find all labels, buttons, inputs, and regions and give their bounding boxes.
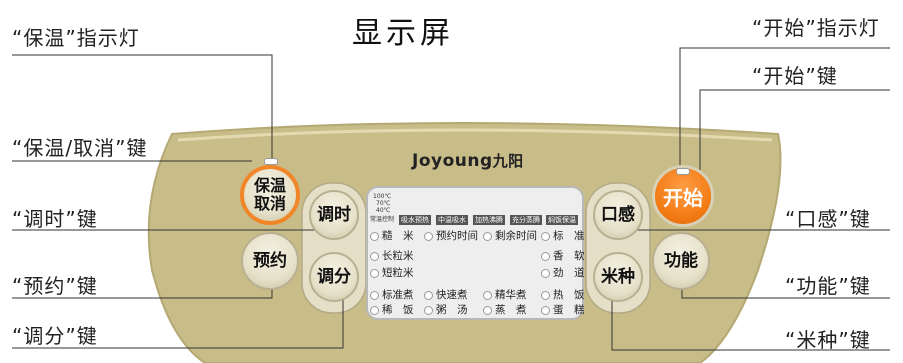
keep-warm-label: 保温 xyxy=(253,176,286,196)
callout-keep-warm-indicator: “保温”指示灯 xyxy=(12,26,140,50)
page-title: 显示屏 xyxy=(352,16,454,51)
callout-start-key: “开始”键 xyxy=(752,64,838,88)
brand-latin: Joyoung xyxy=(412,151,493,171)
indicator-dot-icon xyxy=(541,305,550,315)
stage-tag: 充分蒸腾 xyxy=(510,215,542,225)
display-item: 快速煮 xyxy=(424,287,468,302)
display-item: 标准煮 xyxy=(370,287,414,302)
display-item: 劲 道 xyxy=(541,265,585,280)
stage-tag: 吸水预热 xyxy=(399,215,431,225)
display-item: 稀 饭 xyxy=(370,302,414,317)
preset-button[interactable]: 预约 xyxy=(241,232,299,290)
callout-function-key: “功能”键 xyxy=(785,274,871,298)
stage-tag: 焖饭保温 xyxy=(546,215,578,225)
indicator-dot-icon xyxy=(424,305,433,315)
display-item: 标 准 xyxy=(541,228,585,243)
control-panel-highlight xyxy=(177,128,773,142)
indicator-dot-icon xyxy=(370,268,379,278)
indicator-dot-icon xyxy=(541,290,550,300)
callout-keep-warm-cancel-key: “保温/取消”键 xyxy=(12,136,148,160)
indicator-dot-icon xyxy=(370,231,379,241)
display-item: 粥 汤 xyxy=(424,302,468,317)
display-item: 预约时间 xyxy=(424,228,478,243)
display-item: 蛋 糕 xyxy=(541,302,585,317)
display-item: 蒸 煮 xyxy=(483,302,527,317)
temp-40: 40℃ xyxy=(376,207,391,214)
indicator-dot-icon xyxy=(483,231,492,241)
display-item: 热 饭 xyxy=(541,287,585,302)
indicator-dot-icon xyxy=(541,251,550,261)
brand-chinese: 九阳 xyxy=(492,152,524,170)
indicator-dot-icon xyxy=(370,251,379,261)
temp-100: 100℃ xyxy=(373,193,392,200)
display-item: 长粒米 xyxy=(370,248,414,263)
callout-minute-key: “调分”键 xyxy=(12,324,98,348)
start-indicator-icon xyxy=(676,168,690,175)
function-button[interactable]: 功能 xyxy=(652,232,710,290)
display-item: 精华煮 xyxy=(483,287,527,302)
indicator-dot-icon xyxy=(370,290,379,300)
temp-ambient: 常温控制 xyxy=(370,216,395,223)
callout-start-indicator: “开始”指示灯 xyxy=(752,16,880,40)
stage-tag: 中温吸水 xyxy=(436,215,468,225)
keep-warm-cancel-button[interactable]: 保温 取消 xyxy=(240,165,300,225)
indicator-dot-icon xyxy=(483,290,492,300)
stage-tag: 加热沸腾 xyxy=(473,215,505,225)
temp-70: 70℃ xyxy=(376,200,391,207)
display-item: 香 软 xyxy=(541,248,585,263)
rice-type-button[interactable]: 米种 xyxy=(593,252,643,302)
display-item: 短粒米 xyxy=(370,265,414,280)
brand-logo: Joyoung九阳 xyxy=(412,150,524,171)
callout-hour-key: “调时”键 xyxy=(12,207,98,231)
minute-button[interactable]: 调分 xyxy=(309,252,359,302)
start-button[interactable]: 开始 xyxy=(652,165,714,227)
callout-rice-type-key: “米种”键 xyxy=(785,328,871,352)
indicator-dot-icon xyxy=(370,305,379,315)
hour-button[interactable]: 调时 xyxy=(309,190,359,240)
taste-button[interactable]: 口感 xyxy=(593,190,643,240)
indicator-dot-icon xyxy=(541,231,550,241)
callout-preset-key: “预约”键 xyxy=(12,274,98,298)
indicator-dot-icon xyxy=(424,290,433,300)
cancel-label: 取消 xyxy=(253,194,286,213)
indicator-dot-icon xyxy=(541,268,550,278)
indicator-dot-icon xyxy=(424,231,433,241)
display-item: 糙 米 xyxy=(370,228,414,243)
keep-warm-indicator-icon xyxy=(264,158,278,165)
display-item: 剩余时间 xyxy=(483,228,537,243)
callout-taste-key: “口感”键 xyxy=(785,207,871,231)
indicator-dot-icon xyxy=(483,305,492,315)
